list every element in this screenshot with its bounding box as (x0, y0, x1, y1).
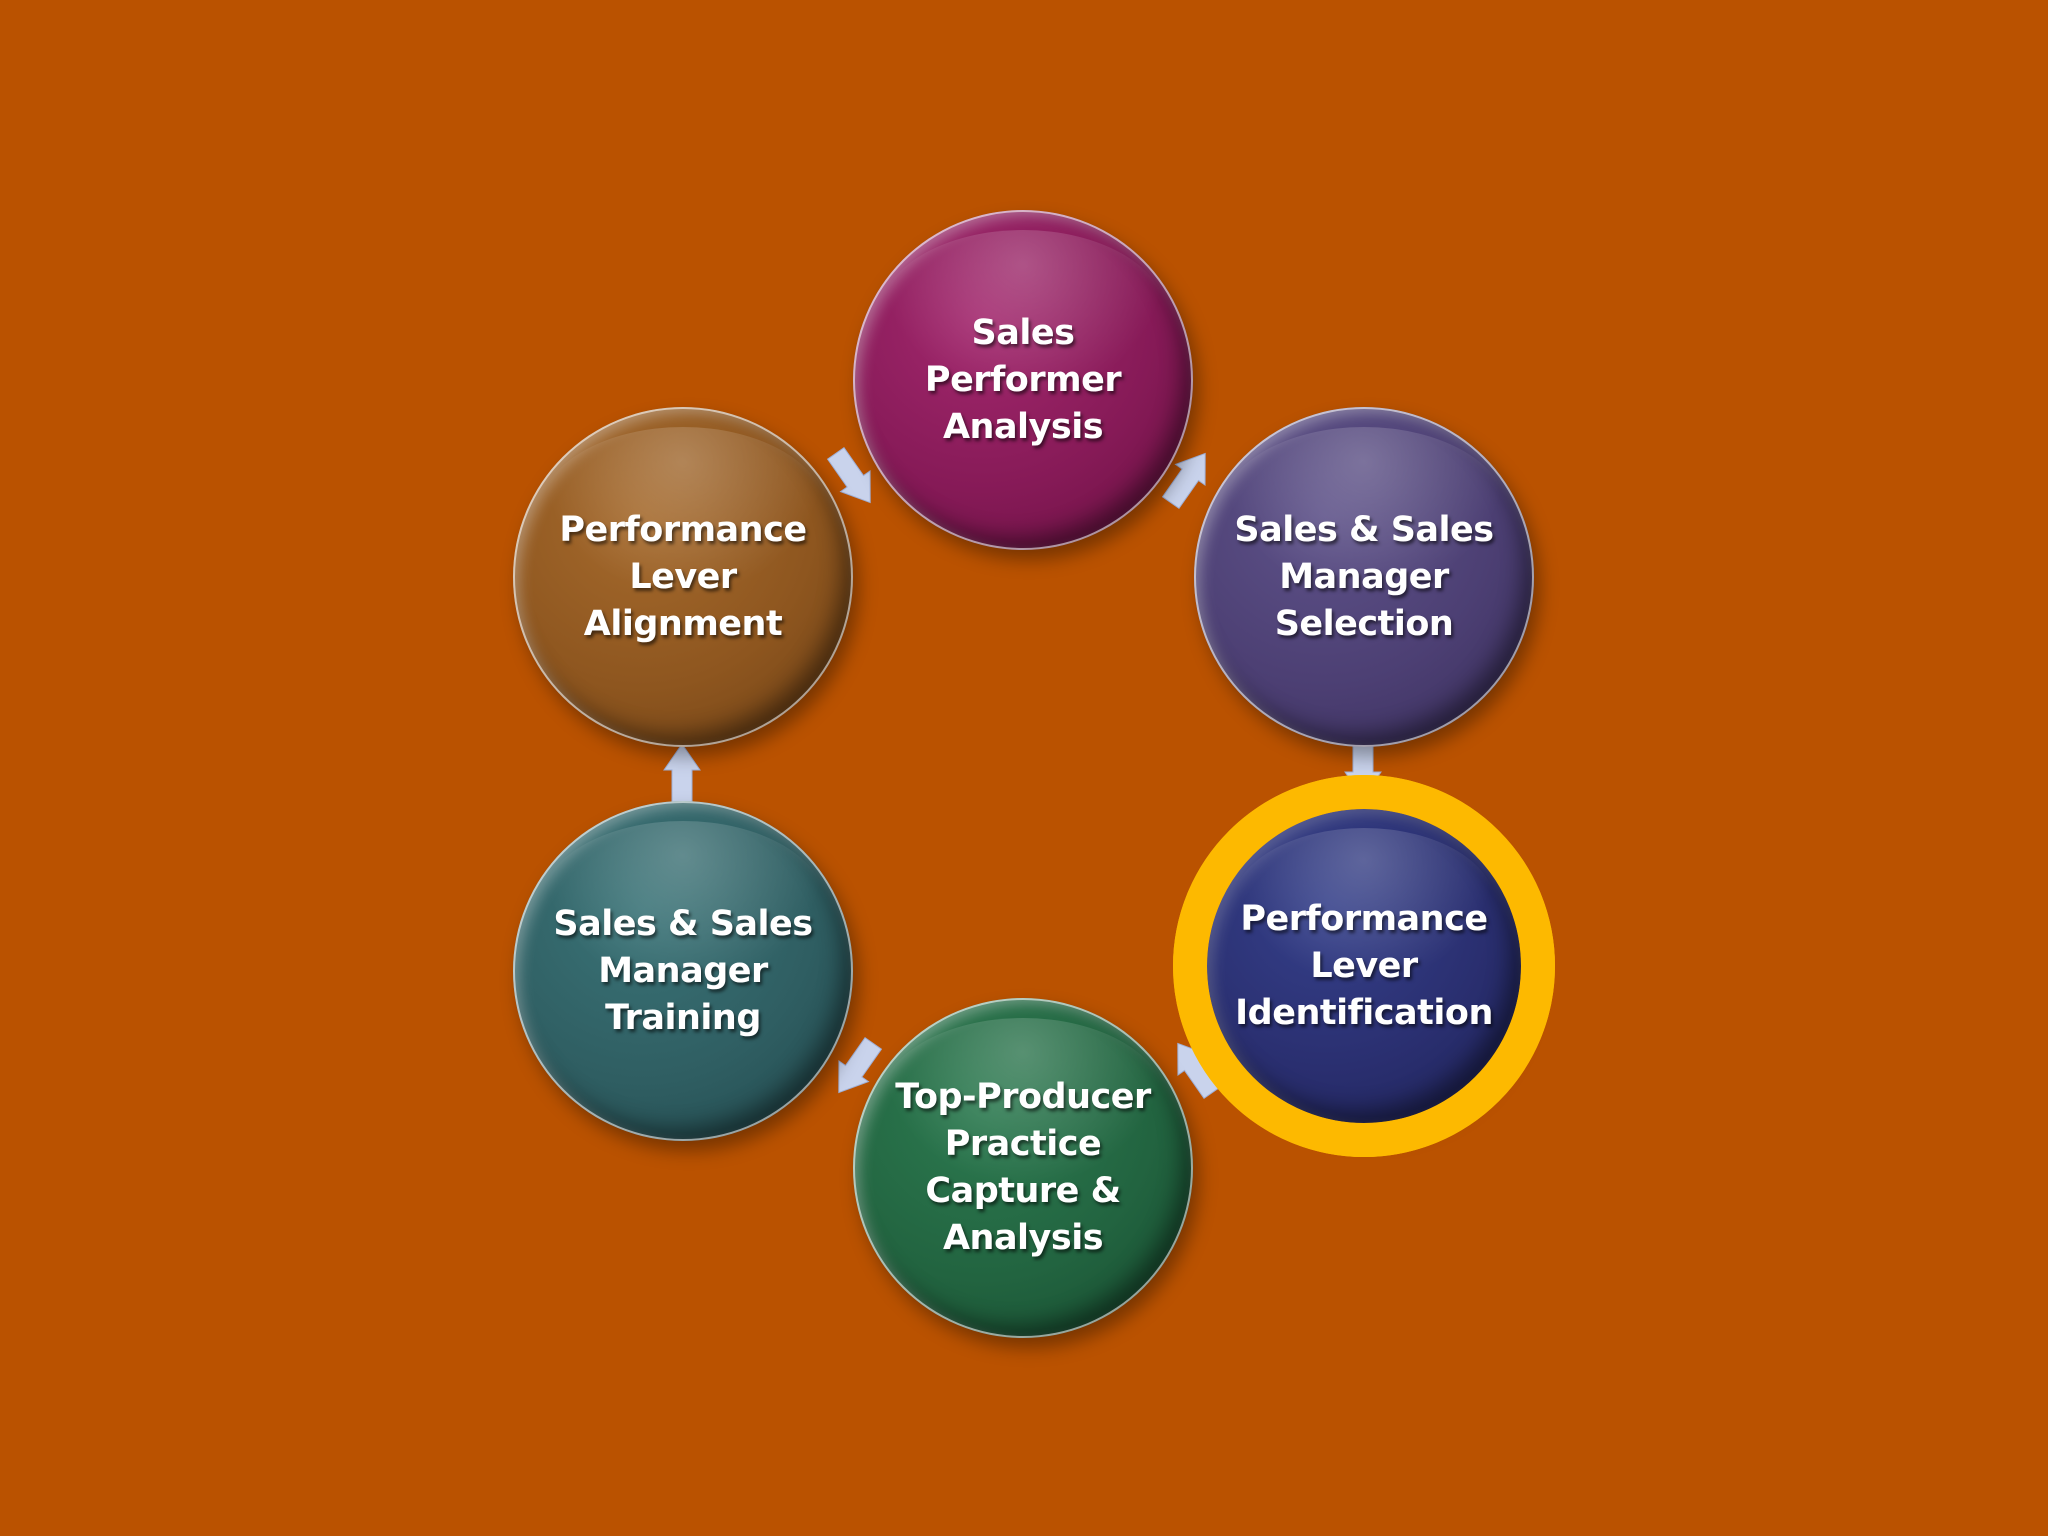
node-label: Sales Performer Analysis (924, 312, 1122, 447)
node-sales-manager-selection: Sales & Sales Manager Selection (1194, 407, 1534, 747)
node-sales-performer-analysis: Sales Performer Analysis (853, 210, 1193, 550)
node-label: Top-Producer Practice Capture & Analysis (895, 1077, 1151, 1258)
node-label: Sales & Sales Manager Selection (1234, 509, 1494, 644)
node-top-producer-practice: Top-Producer Practice Capture & Analysis (853, 998, 1193, 1338)
node-performance-lever-alignment: Performance Lever Alignment (513, 407, 853, 747)
node-label: Performance Lever Alignment (559, 509, 807, 644)
node-sales-manager-training: Sales & Sales Manager Training (513, 801, 853, 1141)
node-performance-lever-identification: Performance Lever Identification (1173, 775, 1555, 1157)
node-label: Performance Lever Identification (1235, 898, 1493, 1033)
node-label: Sales & Sales Manager Training (553, 903, 813, 1038)
